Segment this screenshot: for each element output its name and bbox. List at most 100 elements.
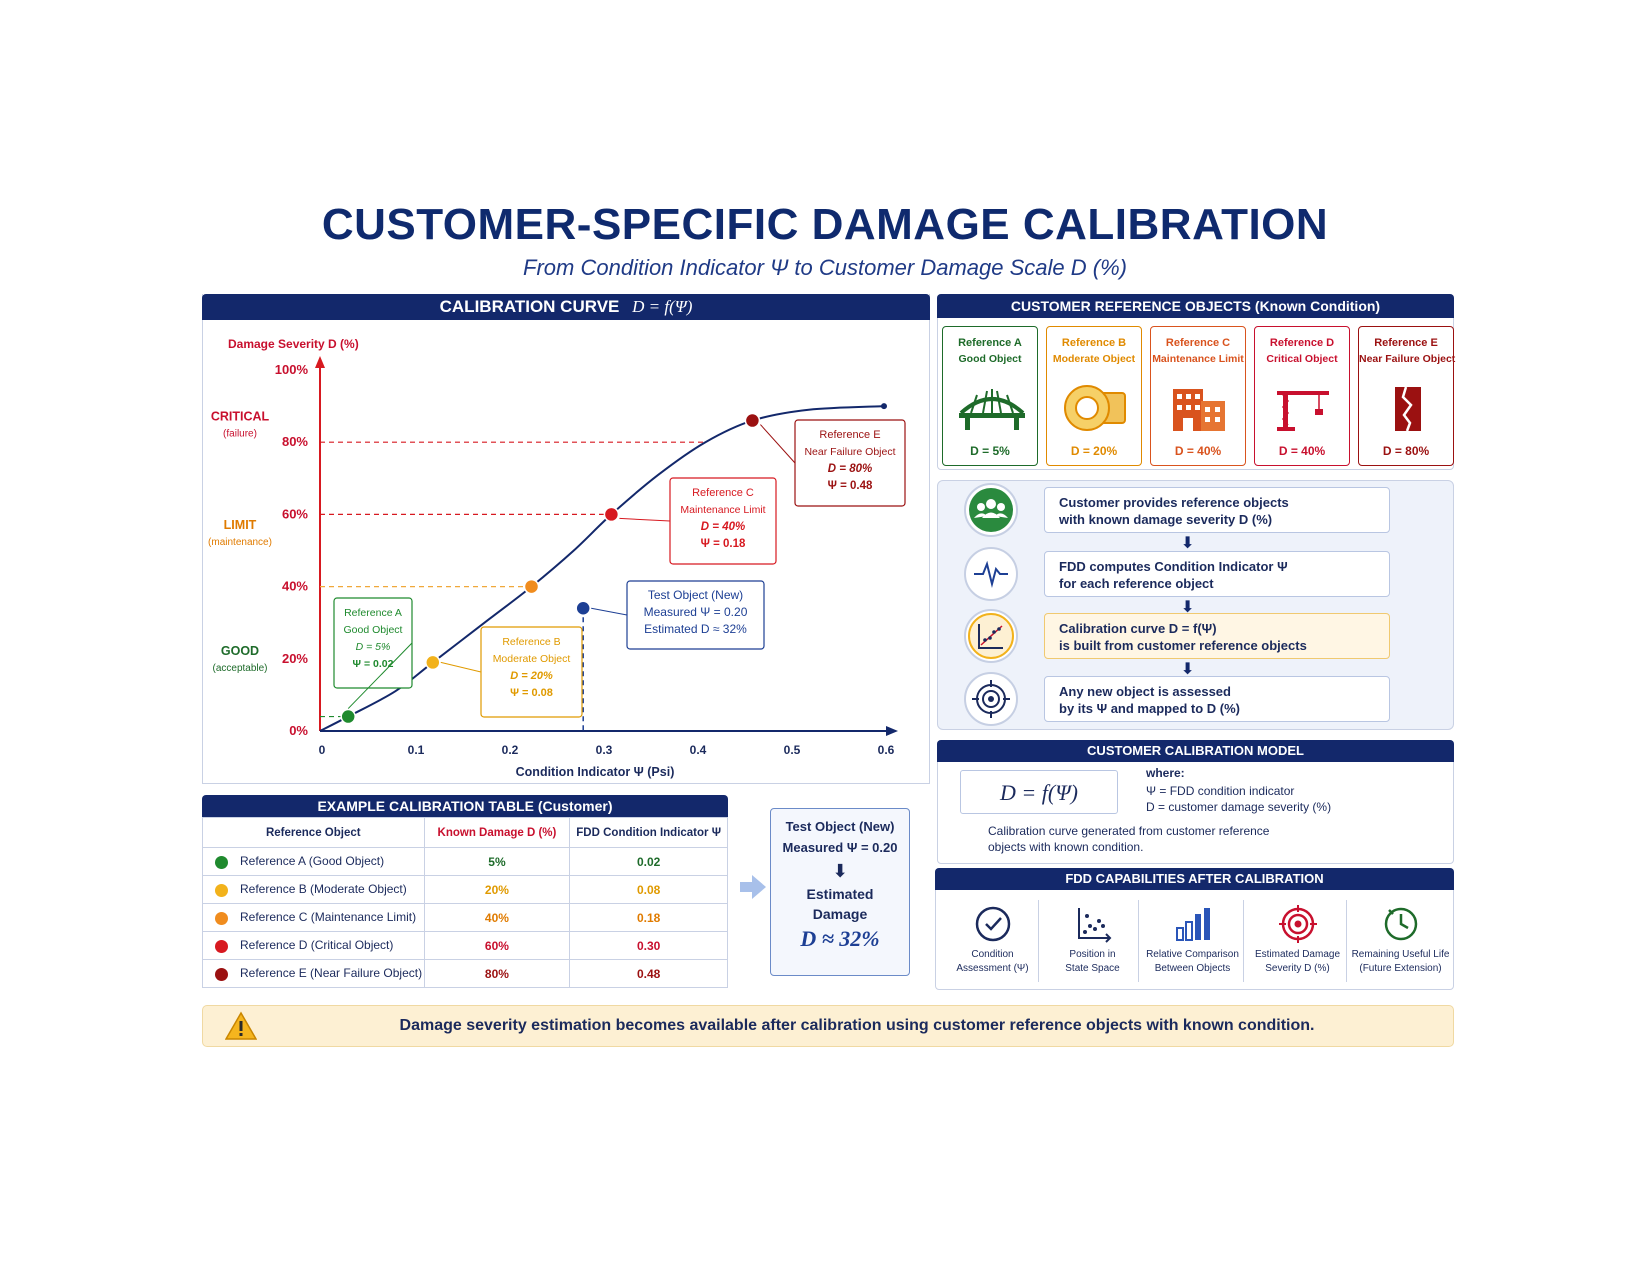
callout-reference-b-text: Reference B <box>502 636 560 648</box>
callout-reference-c-pointer <box>619 517 671 522</box>
row-reference-label: Reference B (Moderate Object) <box>240 882 407 897</box>
x-tick-label: 0.2 <box>502 743 519 757</box>
users-icon <box>964 483 1018 537</box>
row-known-damage: 80% <box>423 959 571 988</box>
reference-card-title: Reference D <box>1269 337 1335 349</box>
info-note-text: Damage severity estimation becomes avail… <box>399 1017 1315 1034</box>
reference-card-sub: Maintenance Limit <box>1152 353 1244 365</box>
callout-reference-e-text: D = 80% <box>828 463 872 475</box>
row-reference-name: Reference A (Good Object) <box>202 847 425 876</box>
table-row: Reference A (Good Object) 5% 0.02 <box>202 847 728 876</box>
reference-point <box>744 412 761 429</box>
capability-label-line1: Estimated Damage <box>1254 949 1341 960</box>
process-step-line1: Customer provides reference objects <box>1059 495 1289 510</box>
reference-card-sub: Near Failure Object <box>1359 353 1456 365</box>
x-tick-label: 0.6 <box>878 743 895 757</box>
capability-label-line1: Remaining Useful Life <box>1351 949 1450 960</box>
reference-objects-header: CUSTOMER REFERENCE OBJECTS (Known Condit… <box>937 294 1454 318</box>
x-tick-label: 0.1 <box>408 743 425 757</box>
capability-label-line2: (Future Extension) <box>1359 963 1442 974</box>
status-dot-icon <box>215 883 228 897</box>
col-known-damage: Known Damage D (%) <box>423 817 571 848</box>
page-title: CUSTOMER-SPECIFIC DAMAGE CALIBRATION <box>321 200 1329 249</box>
model-def-d: D = customer damage severity (%) <box>1146 800 1332 814</box>
calibration-table-header: EXAMPLE CALIBRATION TABLE (Customer) <box>202 795 728 817</box>
callout-reference-e-text: Reference E <box>819 429 880 441</box>
y-tick-label: 0% <box>289 723 308 738</box>
y-axis-arrow <box>315 356 325 368</box>
row-reference-label: Reference A (Good Object) <box>240 854 385 869</box>
calibration-table: Reference Object Known Damage D (%) FDD … <box>202 817 728 988</box>
y-tick-label: 100% <box>275 362 309 377</box>
reference-card-title: Reference A <box>958 337 1022 349</box>
process-step: FDD computes Condition Indicator Ψ for e… <box>1044 551 1390 597</box>
table-row: Reference B (Moderate Object) 20% 0.08 <box>202 875 728 904</box>
callout-reference-a-text: D = 5% <box>356 641 391 653</box>
capability-divider <box>1346 900 1347 982</box>
model-note-line2: objects with known condition. <box>988 840 1144 854</box>
table-row: Reference D (Critical Object) 60% 0.30 <box>202 931 728 960</box>
capability-divider <box>1138 900 1139 982</box>
capability-label-line1: Relative Comparison <box>1146 949 1239 960</box>
target-icon <box>964 672 1018 726</box>
capability-label-line2: Severity D (%) <box>1265 963 1330 974</box>
row-condition-indicator: 0.18 <box>569 903 728 932</box>
reference-card-sub: Moderate Object <box>1052 353 1136 365</box>
model-header: CUSTOMER CALIBRATION MODEL <box>937 740 1454 762</box>
page-subtitle: From Condition Indicator Ψ to Customer D… <box>523 255 1127 280</box>
capability-label-line1: Condition <box>971 949 1014 960</box>
callout-reference-e-text: Ψ = 0.48 <box>828 480 873 492</box>
row-reference-name: Reference E (Near Failure Object) <box>202 959 425 988</box>
test-point <box>575 600 591 617</box>
zone-note: (maintenance) <box>208 537 272 548</box>
arrow-down-icon: ⬇ <box>1181 599 1195 616</box>
callout-reference-c-text: D = 40% <box>701 521 745 533</box>
test-box-result: D ≈ 32% <box>800 926 880 951</box>
reference-card-damage: D = 5% <box>970 444 1010 458</box>
test-object-box: Test Object (New) Measured Ψ = 0.20 ⬇ Es… <box>770 808 910 976</box>
capability-item: Relative Comparison Between Objects <box>1141 900 1244 986</box>
reference-point <box>425 654 441 671</box>
y-tick-label: 20% <box>282 651 308 666</box>
model-formula: D = f(Ψ) <box>960 770 1118 814</box>
reference-card-damage: D = 40% <box>1174 444 1222 458</box>
callout-reference-a-text: Ψ = 0.02 <box>353 658 394 670</box>
process-step-line2: with known damage severity D (%) <box>1059 512 1273 527</box>
callout-test-object-pointer <box>591 607 628 616</box>
reference-card: Reference C Maintenance Limit D = 40% <box>1150 326 1246 466</box>
chart-header-formula: D = f(Ψ) <box>632 297 693 316</box>
test-box-title: Test Object (New) <box>785 819 895 834</box>
clock-icon <box>1349 904 1452 944</box>
callout-reference-b-text: Ψ = 0.08 <box>510 687 553 699</box>
capability-item: Condition Assessment (Ψ) <box>941 900 1044 986</box>
capability-item: Remaining Useful Life (Future Extension) <box>1349 900 1452 986</box>
x-axis-arrow <box>886 726 898 736</box>
callout-test-object-text: Measured Ψ = 0.20 <box>644 605 748 619</box>
x-axis-label: Condition Indicator Ψ (Psi) <box>516 765 675 779</box>
process-step: Calibration curve D = f(Ψ) is built from… <box>1044 613 1390 659</box>
x-tick-label: 0.3 <box>596 743 613 757</box>
reference-point <box>340 708 356 725</box>
x-tick-label: 0.5 <box>784 743 801 757</box>
chart-panel-header: CALIBRATION CURVE D = f(Ψ) <box>202 294 930 320</box>
callout-reference-b-text: Moderate Object <box>493 653 571 665</box>
capability-label-line2: Assessment (Ψ) <box>956 963 1029 974</box>
model-def-psi: Ψ = FDD condition indicator <box>1146 784 1295 798</box>
reference-card: Reference D Critical Object D = 40% <box>1254 326 1350 466</box>
status-dot-icon <box>215 939 228 953</box>
reference-card-sub: Good Object <box>958 353 1022 365</box>
callout-reference-a-text: Reference A <box>344 607 402 619</box>
zone-label: CRITICAL <box>211 410 270 424</box>
capability-label-line1: Position in <box>1069 949 1116 960</box>
row-reference-name: Reference B (Moderate Object) <box>202 875 425 904</box>
row-reference-name: Reference C (Maintenance Limit) <box>202 903 425 932</box>
capability-divider <box>1243 900 1244 982</box>
callout-test-object-text: Test Object (New) <box>648 588 743 602</box>
callout-reference-b-pointer <box>440 661 482 673</box>
callout-test-object-text: Estimated D ≈ 32% <box>644 622 747 636</box>
col-reference-object: Reference Object <box>202 817 425 848</box>
capability-item: Position in State Space <box>1041 900 1144 986</box>
callout-reference-c-text: Ψ = 0.18 <box>701 538 746 550</box>
pulse-icon <box>964 547 1018 601</box>
